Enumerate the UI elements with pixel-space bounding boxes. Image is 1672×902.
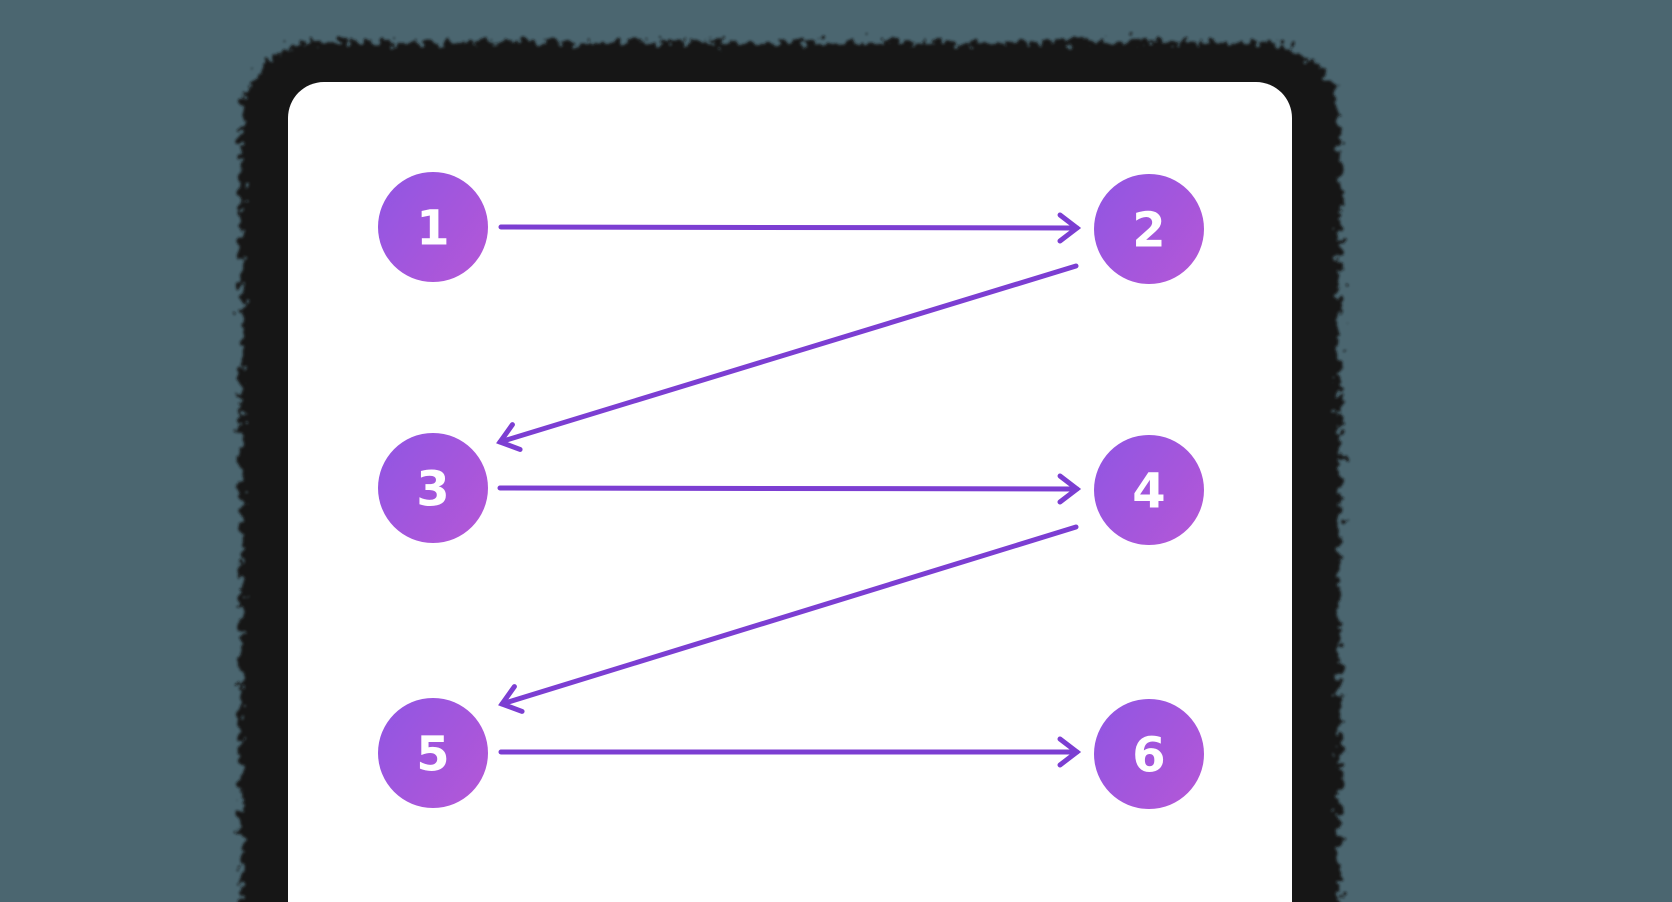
node-1-label: 1 (416, 201, 449, 257)
node-5: 5 (378, 698, 488, 808)
card (288, 82, 1292, 902)
node-3-label: 3 (416, 462, 449, 518)
node-6-circle (1094, 699, 1204, 809)
arrow-1-to-2 (498, 212, 1082, 244)
arrow-2-to-3 (496, 263, 1079, 452)
node-2-circle (1094, 174, 1204, 284)
arrow-3-to-4 (497, 473, 1082, 505)
node-2: 2 (1094, 174, 1204, 284)
node-4: 4 (1094, 435, 1204, 545)
arrow-4-to-5 (498, 524, 1079, 714)
node-1-circle (378, 172, 488, 282)
node-5-label: 5 (416, 727, 449, 783)
node-3-circle (378, 433, 488, 543)
node-4-circle (1094, 435, 1204, 545)
edges-layer (496, 212, 1082, 768)
node-3: 3 (378, 433, 488, 543)
node-2-label: 2 (1132, 203, 1165, 259)
node-5-circle (378, 698, 488, 808)
node-6-label: 6 (1132, 728, 1165, 784)
node-4-label: 4 (1132, 464, 1165, 520)
node-6: 6 (1094, 699, 1204, 809)
nodes-layer: 1 2 3 4 5 6 (378, 172, 1204, 809)
node-1: 1 (378, 172, 488, 282)
